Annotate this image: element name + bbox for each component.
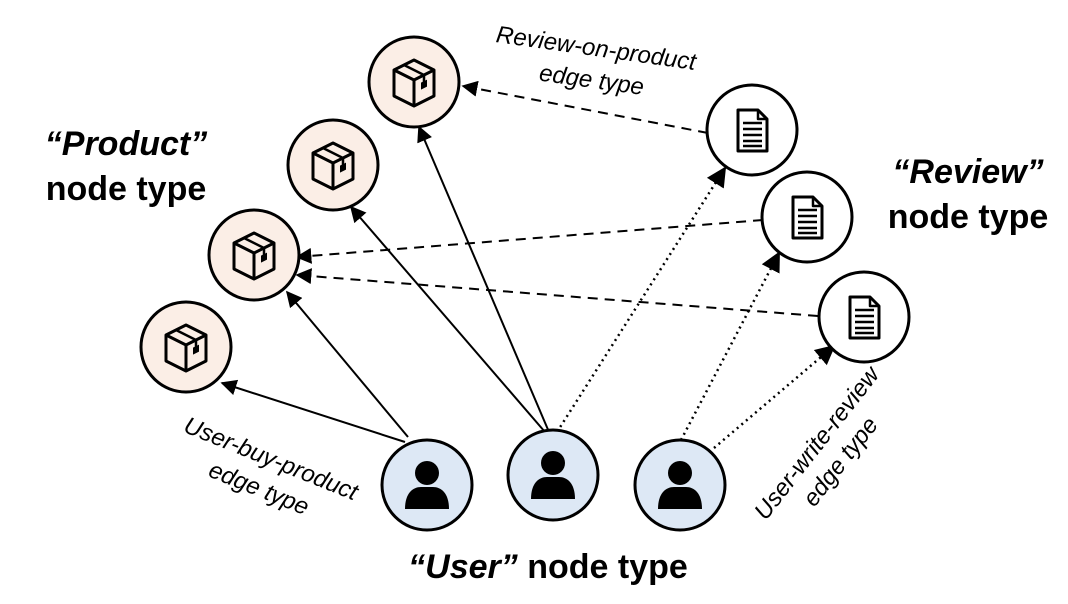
edge-user-buy-product-3 xyxy=(349,205,546,433)
review-nodes xyxy=(705,83,911,364)
edge-user-write-review-3 xyxy=(713,344,836,449)
user-write-review-label: User-write-review edge type xyxy=(749,360,886,525)
edges xyxy=(220,80,836,449)
product-node xyxy=(367,35,461,129)
product-type-label-line2: node type xyxy=(46,170,207,208)
document-icon xyxy=(736,108,769,153)
edge-review-on-product-2 xyxy=(295,219,764,264)
edge-user-buy-product-2 xyxy=(285,290,409,438)
edge-user-write-review-2 xyxy=(679,251,781,441)
product-type-label-line1: “Product” xyxy=(45,125,207,163)
product-node xyxy=(286,118,380,212)
edge-user-buy-product-1 xyxy=(220,379,406,443)
document-icon xyxy=(791,195,824,240)
review-node xyxy=(760,170,854,264)
review-node xyxy=(705,83,799,177)
edge-review-on-product-3 xyxy=(295,268,819,317)
product-node xyxy=(207,208,301,302)
user-nodes xyxy=(380,428,727,532)
edge-user-write-review-1 xyxy=(555,166,727,433)
document-icon xyxy=(848,295,881,340)
user-node xyxy=(506,428,600,522)
product-node xyxy=(139,300,233,394)
edge-review-on-product-1 xyxy=(461,80,709,134)
user-type-label: “User” node type xyxy=(408,548,688,586)
review-type-label-line1: “Review” xyxy=(892,153,1043,191)
review-node xyxy=(817,270,911,364)
user-type-quoted: “User” xyxy=(408,548,518,586)
user-buy-product-label: User-buy-product edge type xyxy=(180,412,363,521)
review-type-label-line2: node type xyxy=(888,198,1049,236)
user-node xyxy=(633,438,727,532)
user-type-rest: node type xyxy=(518,548,688,586)
user-node xyxy=(380,438,474,532)
review-on-product-label: Review-on-product edge type xyxy=(494,21,699,101)
edge-user-buy-product-4 xyxy=(417,125,550,433)
product-nodes xyxy=(139,35,461,394)
